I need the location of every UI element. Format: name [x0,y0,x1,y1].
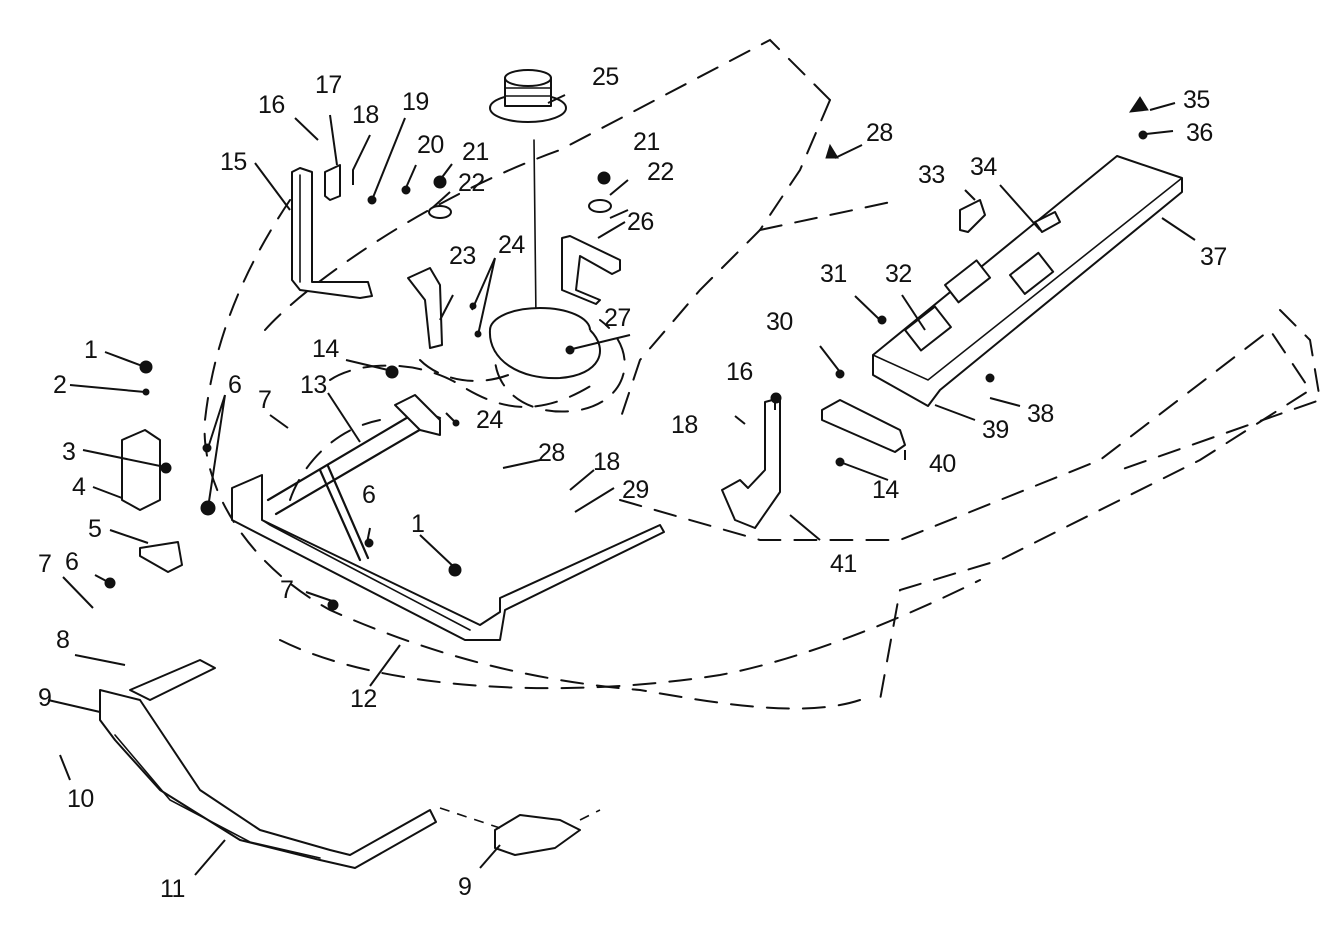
bracket-23 [407,267,443,349]
left-mount-bracket [121,429,183,573]
bracket-26 [561,235,621,305]
callout-18: 18 [671,411,698,439]
callout-14: 14 [872,476,899,504]
callout-26: 26 [627,208,654,236]
callout-37: 37 [1200,243,1227,271]
callout-29: 29 [622,476,649,504]
callout-24: 24 [476,406,503,434]
callout-21: 21 [462,138,489,166]
callout-35: 35 [1183,86,1210,114]
callout-1: 1 [411,510,425,538]
plate-17 [324,164,341,201]
callout-7: 7 [280,576,294,604]
callout-3: 3 [62,438,76,466]
callout-34: 34 [970,153,997,181]
callout-6: 6 [228,371,242,399]
callout-19: 19 [402,88,429,116]
callout-28: 28 [538,439,565,467]
callout-38: 38 [1027,400,1054,428]
callout-13: 13 [300,371,327,399]
callout-6: 6 [362,481,376,509]
fasteners [104,96,1149,611]
callout-21: 21 [633,128,660,156]
callout-20: 20 [417,131,444,159]
callout-18: 18 [593,448,620,476]
bracket-41 [721,397,781,529]
callout-36: 36 [1186,119,1213,147]
pulley-25 [489,69,567,123]
callout-18: 18 [352,101,379,129]
callout-16: 16 [726,358,753,386]
bracket-33 [959,199,986,233]
callout-27: 27 [604,304,631,332]
callout-6: 6 [65,548,79,576]
callout-30: 30 [766,308,793,336]
plate-40 [821,399,906,453]
steering-support-bracket [291,167,373,299]
callout-32: 32 [885,260,912,288]
callout-5: 5 [88,515,102,543]
callout-40: 40 [929,450,956,478]
callout-7: 7 [38,550,52,578]
callout-33: 33 [918,161,945,189]
callout-2: 2 [53,371,67,399]
callout-9: 9 [458,873,472,901]
callout-15: 15 [220,148,247,176]
callout-25: 25 [592,63,619,91]
callout-17: 17 [315,71,342,99]
bumper-end-cap-9 [494,814,581,856]
callout-22: 22 [458,169,485,197]
callout-9: 9 [38,684,52,712]
callout-12: 12 [350,685,377,713]
callout-leaders [47,94,1196,876]
chassis-phantom-outline [203,38,1312,710]
callout-1: 1 [84,336,98,364]
callout-4: 4 [72,473,86,501]
callout-22: 22 [647,158,674,186]
callout-39: 39 [982,416,1009,444]
front-frame [231,394,665,641]
callout-31: 31 [820,260,847,288]
callout-14: 14 [312,335,339,363]
running-board-37 [872,155,1183,407]
callout-7: 7 [258,386,272,414]
callout-11: 11 [160,875,185,903]
bumper-11 [99,659,437,869]
callout-41: 41 [830,550,857,578]
callout-10: 10 [67,785,94,813]
callout-23: 23 [449,242,476,270]
pulley-axis-line [533,139,537,321]
callout-28: 28 [866,119,893,147]
callout-24: 24 [498,231,525,259]
callout-16: 16 [258,91,285,119]
callout-8: 8 [56,626,70,654]
